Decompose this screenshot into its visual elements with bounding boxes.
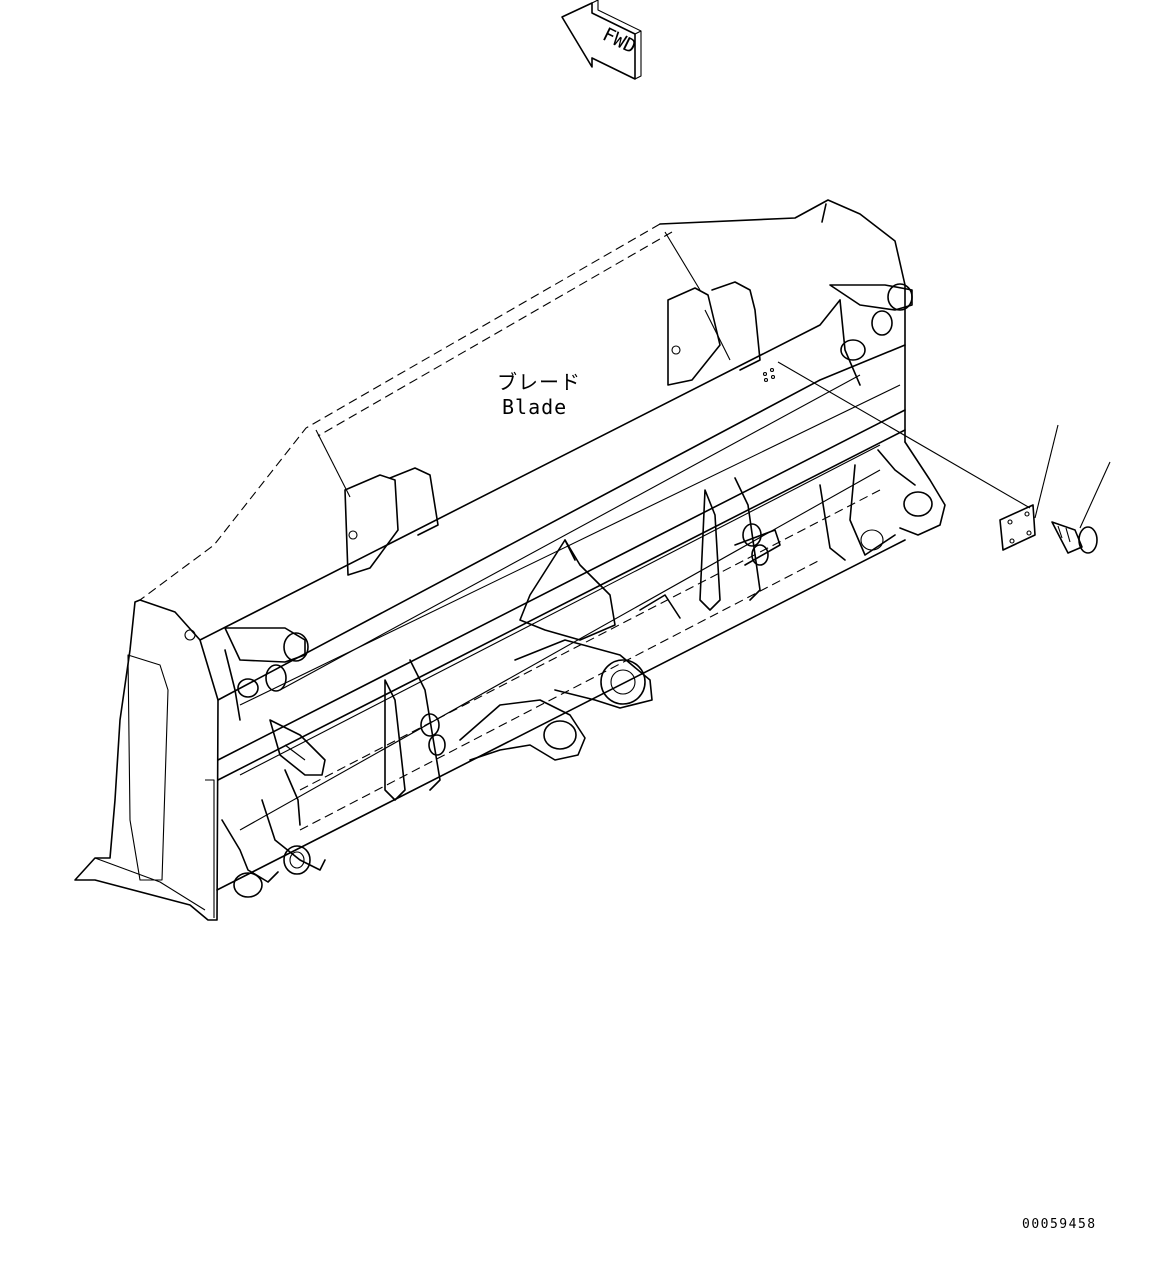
nameplate-detail bbox=[762, 361, 1059, 551]
figure-id: 00059458 bbox=[1022, 1217, 1097, 1232]
fwd-label: FWD bbox=[599, 23, 639, 58]
part-label-jp: ブレード bbox=[497, 370, 581, 394]
blade-assembly bbox=[74, 199, 946, 921]
rivet-icon bbox=[1051, 461, 1111, 554]
part-label-en: Blade bbox=[502, 395, 567, 419]
forward-arrow-icon: FWD bbox=[561, 0, 642, 80]
